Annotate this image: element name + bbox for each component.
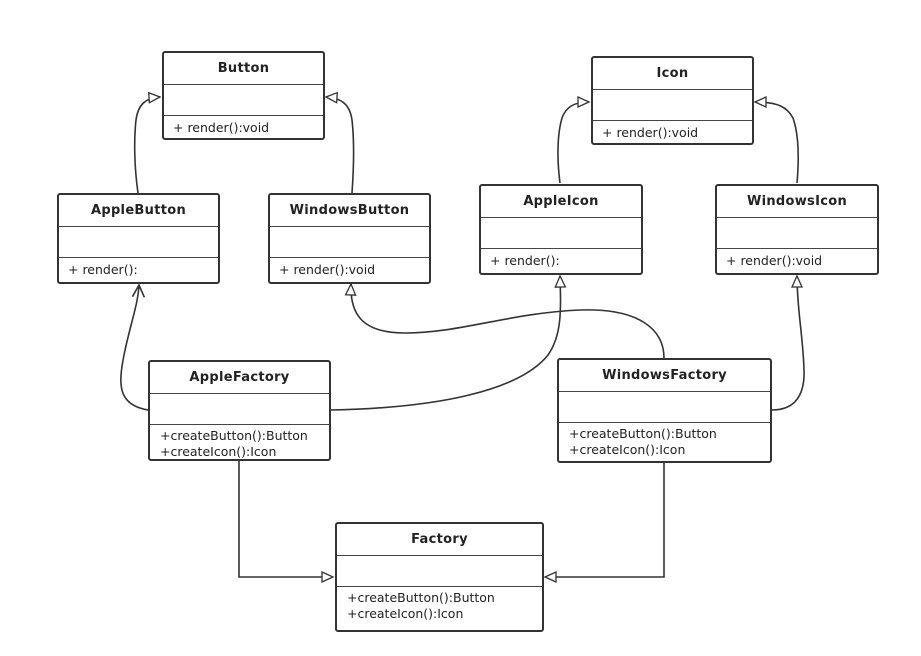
class-name: Icon [593,58,752,90]
operations-compartment: + render():void [270,258,429,282]
operation: +createButton():Button [569,426,717,441]
edge-windowsfactory-windowsicon [771,274,805,411]
operations-compartment: + render(): [59,258,218,282]
edge-windowsicon-icon [753,95,799,184]
class-button[interactable]: Button + render():void [162,51,325,140]
operation: + render():void [279,262,376,277]
attributes-compartment [593,90,752,121]
class-factory[interactable]: Factory +createButton():Button +createIc… [335,522,544,632]
class-windowsfactory[interactable]: WindowsFactory +createButton():Button +c… [557,358,772,463]
edge-windowsfactory-factory [543,463,665,584]
class-name: WindowsIcon [717,186,877,218]
attributes-compartment [164,85,323,116]
edge-applefactory-appleicon [329,274,567,411]
edge-windowsbutton-button [324,91,355,194]
attributes-compartment [270,227,429,258]
operation: + render():void [173,120,270,135]
operation: + render(): [490,253,560,268]
edge-windowsfactory-windowsbutton [344,282,665,359]
operation: +createButton():Button [160,428,308,443]
edge-applefactory-factory [238,461,335,584]
operations-compartment: + render():void [717,249,877,273]
class-applefactory[interactable]: AppleFactory +createButton():Button +cre… [148,360,331,461]
attributes-compartment [559,392,770,423]
class-name: WindowsFactory [559,360,770,392]
operations-compartment: + render():void [164,116,323,138]
attributes-compartment [337,556,542,587]
class-name: AppleButton [59,195,218,227]
class-name: Factory [337,524,542,556]
operations-compartment: +createButton():Button +createIcon():Ico… [559,423,770,461]
class-name: WindowsButton [270,195,429,227]
class-name: AppleIcon [481,186,641,218]
class-name: AppleFactory [150,362,329,394]
operation: +createIcon():Icon [160,444,277,459]
operation: +createIcon():Icon [569,442,686,457]
edge-applebutton-button [133,91,162,194]
operations-compartment: +createButton():Button +createIcon():Ico… [337,587,542,630]
class-windowsbutton[interactable]: WindowsButton + render():void [268,193,431,284]
class-windowsicon[interactable]: WindowsIcon + render():void [715,184,879,275]
operation: + render():void [726,253,823,268]
attributes-compartment [150,394,329,425]
operation: +createIcon():Icon [347,606,464,621]
attributes-compartment [717,218,877,249]
edge-appleicon-icon [557,95,591,184]
operations-compartment: + render():void [593,121,752,143]
operations-compartment: +createButton():Button +createIcon():Ico… [150,425,329,459]
operations-compartment: + render(): [481,249,641,273]
class-name: Button [164,53,323,85]
class-applebutton[interactable]: AppleButton + render(): [57,193,220,284]
class-appleicon[interactable]: AppleIcon + render(): [479,184,643,275]
operation: +createButton():Button [347,590,495,605]
attributes-compartment [481,218,641,249]
operation: + render():void [602,125,699,140]
edge-applefactory-applebutton [120,283,149,411]
class-icon[interactable]: Icon + render():void [591,56,754,145]
attributes-compartment [59,227,218,258]
operation: + render(): [68,262,138,277]
